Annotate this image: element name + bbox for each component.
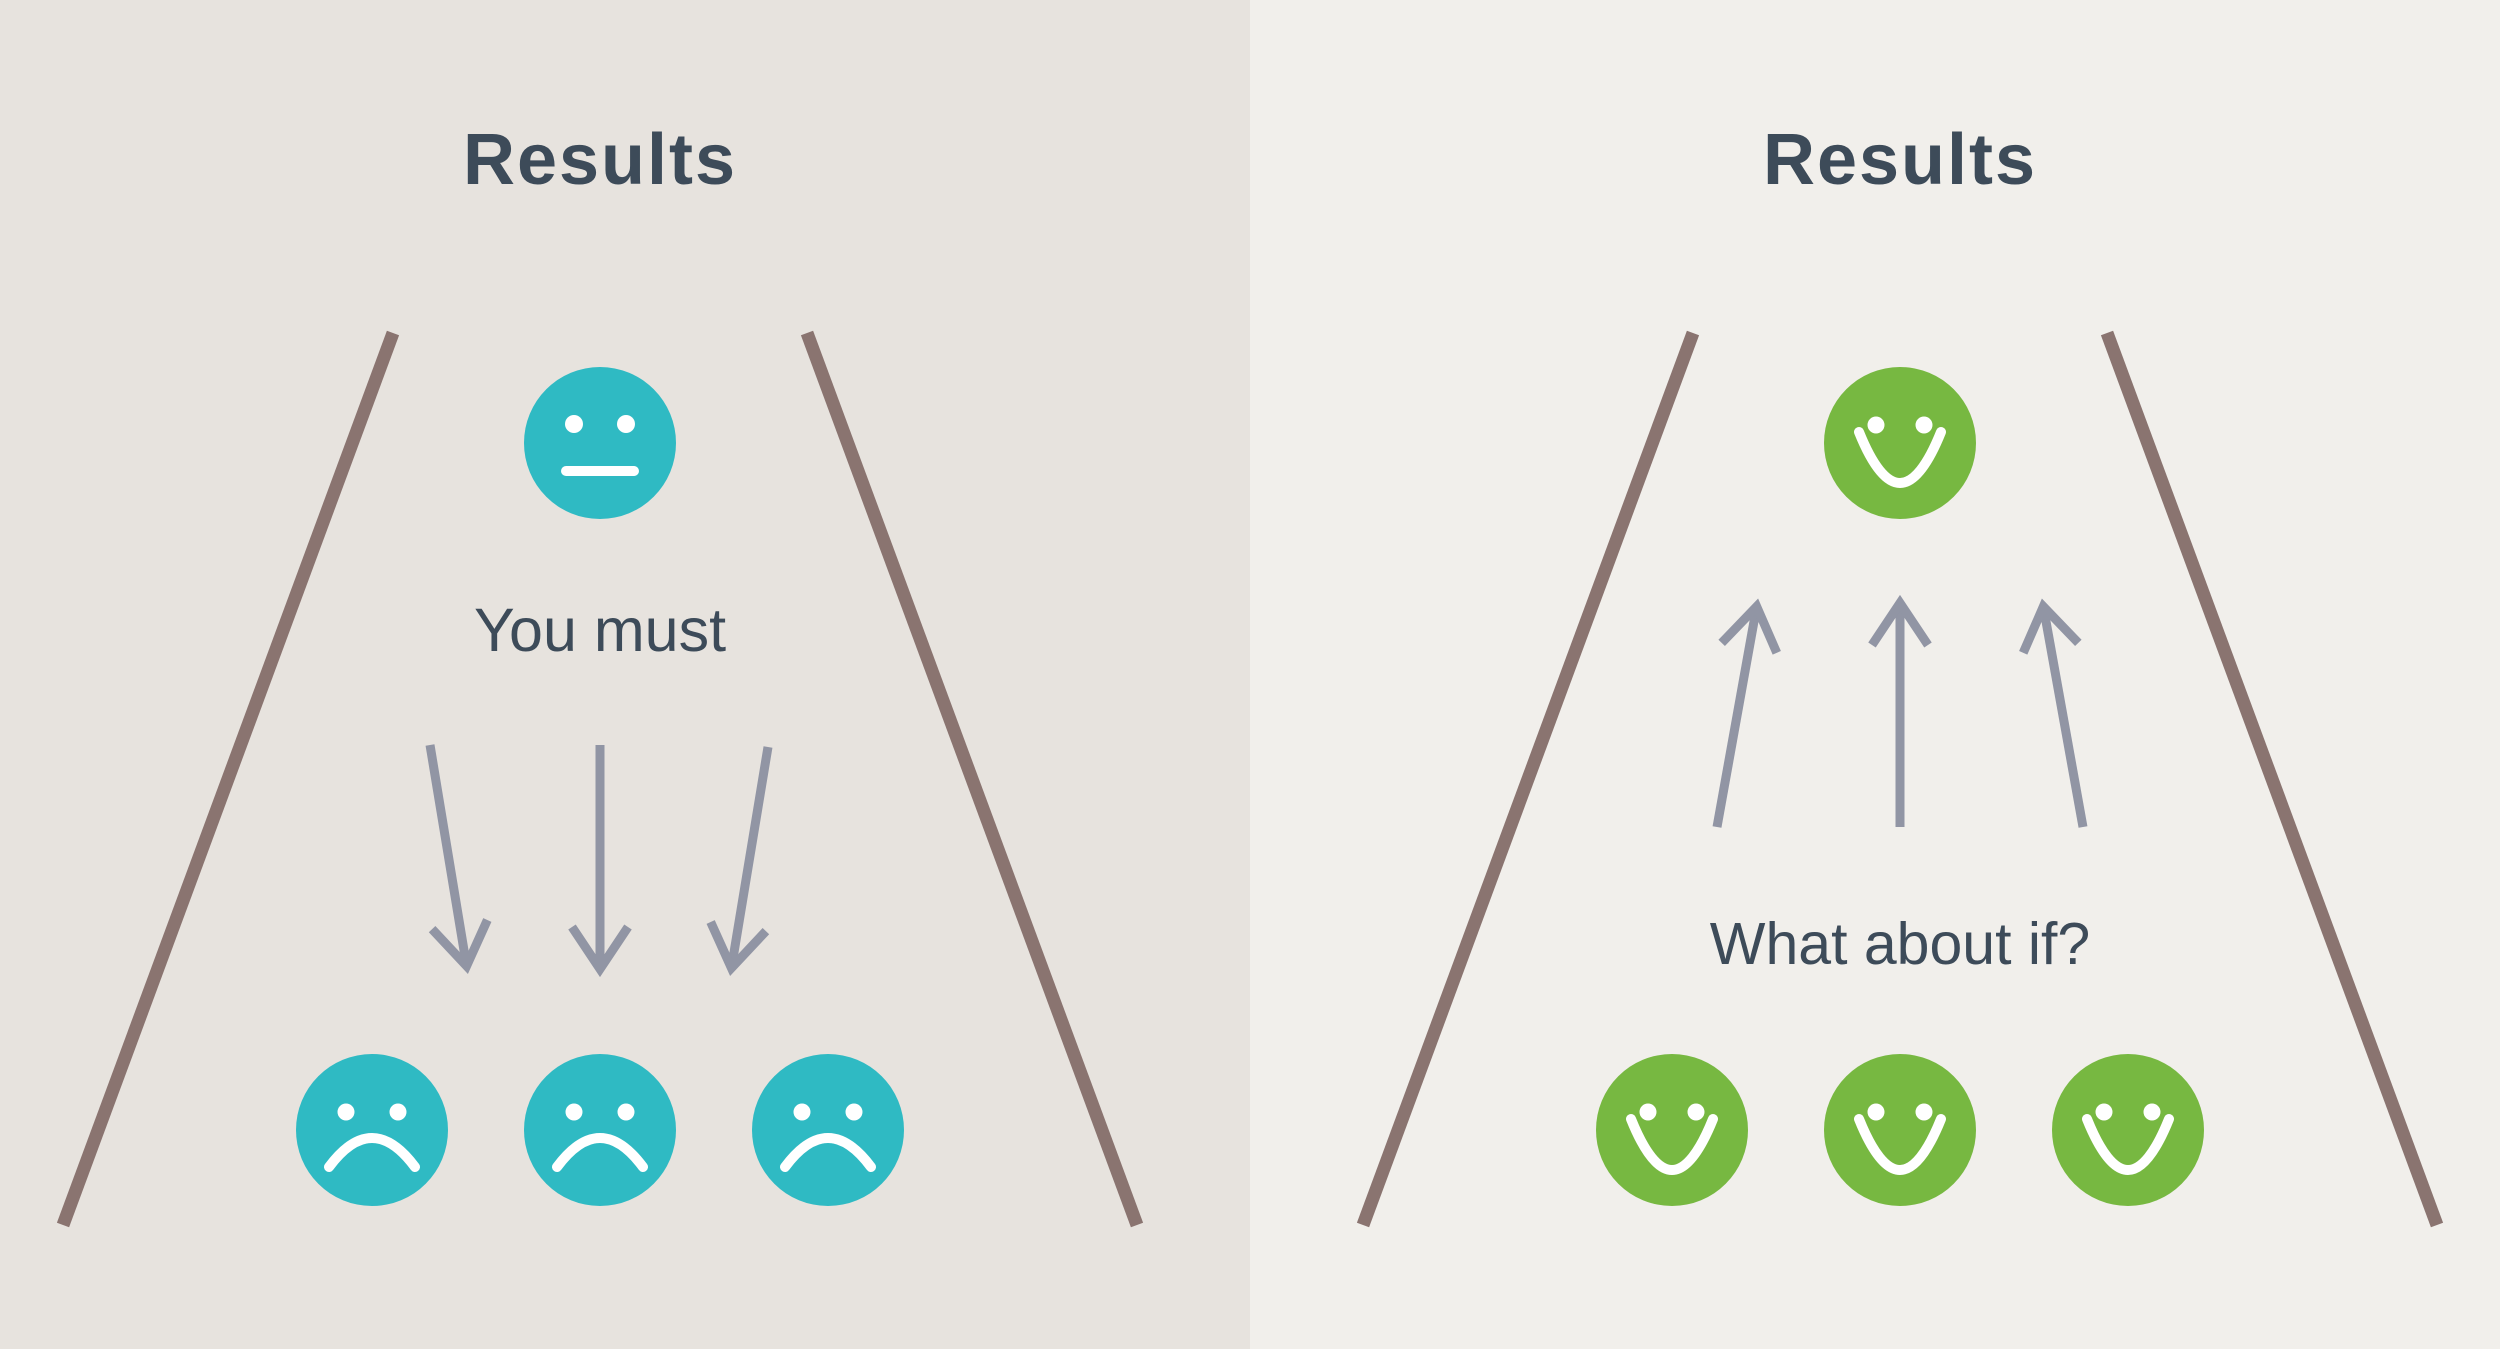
- neutral-face-icon: [524, 367, 676, 519]
- sad-face-icon: [752, 1054, 904, 1206]
- left-funnel-line-right: [800, 330, 1144, 1228]
- left-funnel-line-left: [56, 330, 400, 1228]
- right-funnel-line-right: [2100, 330, 2444, 1228]
- left-panel-title: Results: [463, 120, 737, 200]
- happy-face-icon: [1824, 367, 1976, 519]
- sad-face-icon: [296, 1054, 448, 1206]
- happy-face-icon: [1824, 1054, 1976, 1206]
- happy-face-icon: [1596, 1054, 1748, 1206]
- right-panel-caption: What about if?: [1710, 911, 2090, 977]
- happy-face-icon: [2052, 1054, 2204, 1206]
- left-panel: Results You must: [56, 120, 1144, 1228]
- right-funnel-line-left: [1356, 330, 1700, 1228]
- sad-face-icon: [524, 1054, 676, 1206]
- right-panel: Results What about if?: [1250, 0, 2500, 1349]
- right-panel-title: Results: [1763, 120, 2037, 200]
- left-panel-caption: You must: [474, 596, 726, 664]
